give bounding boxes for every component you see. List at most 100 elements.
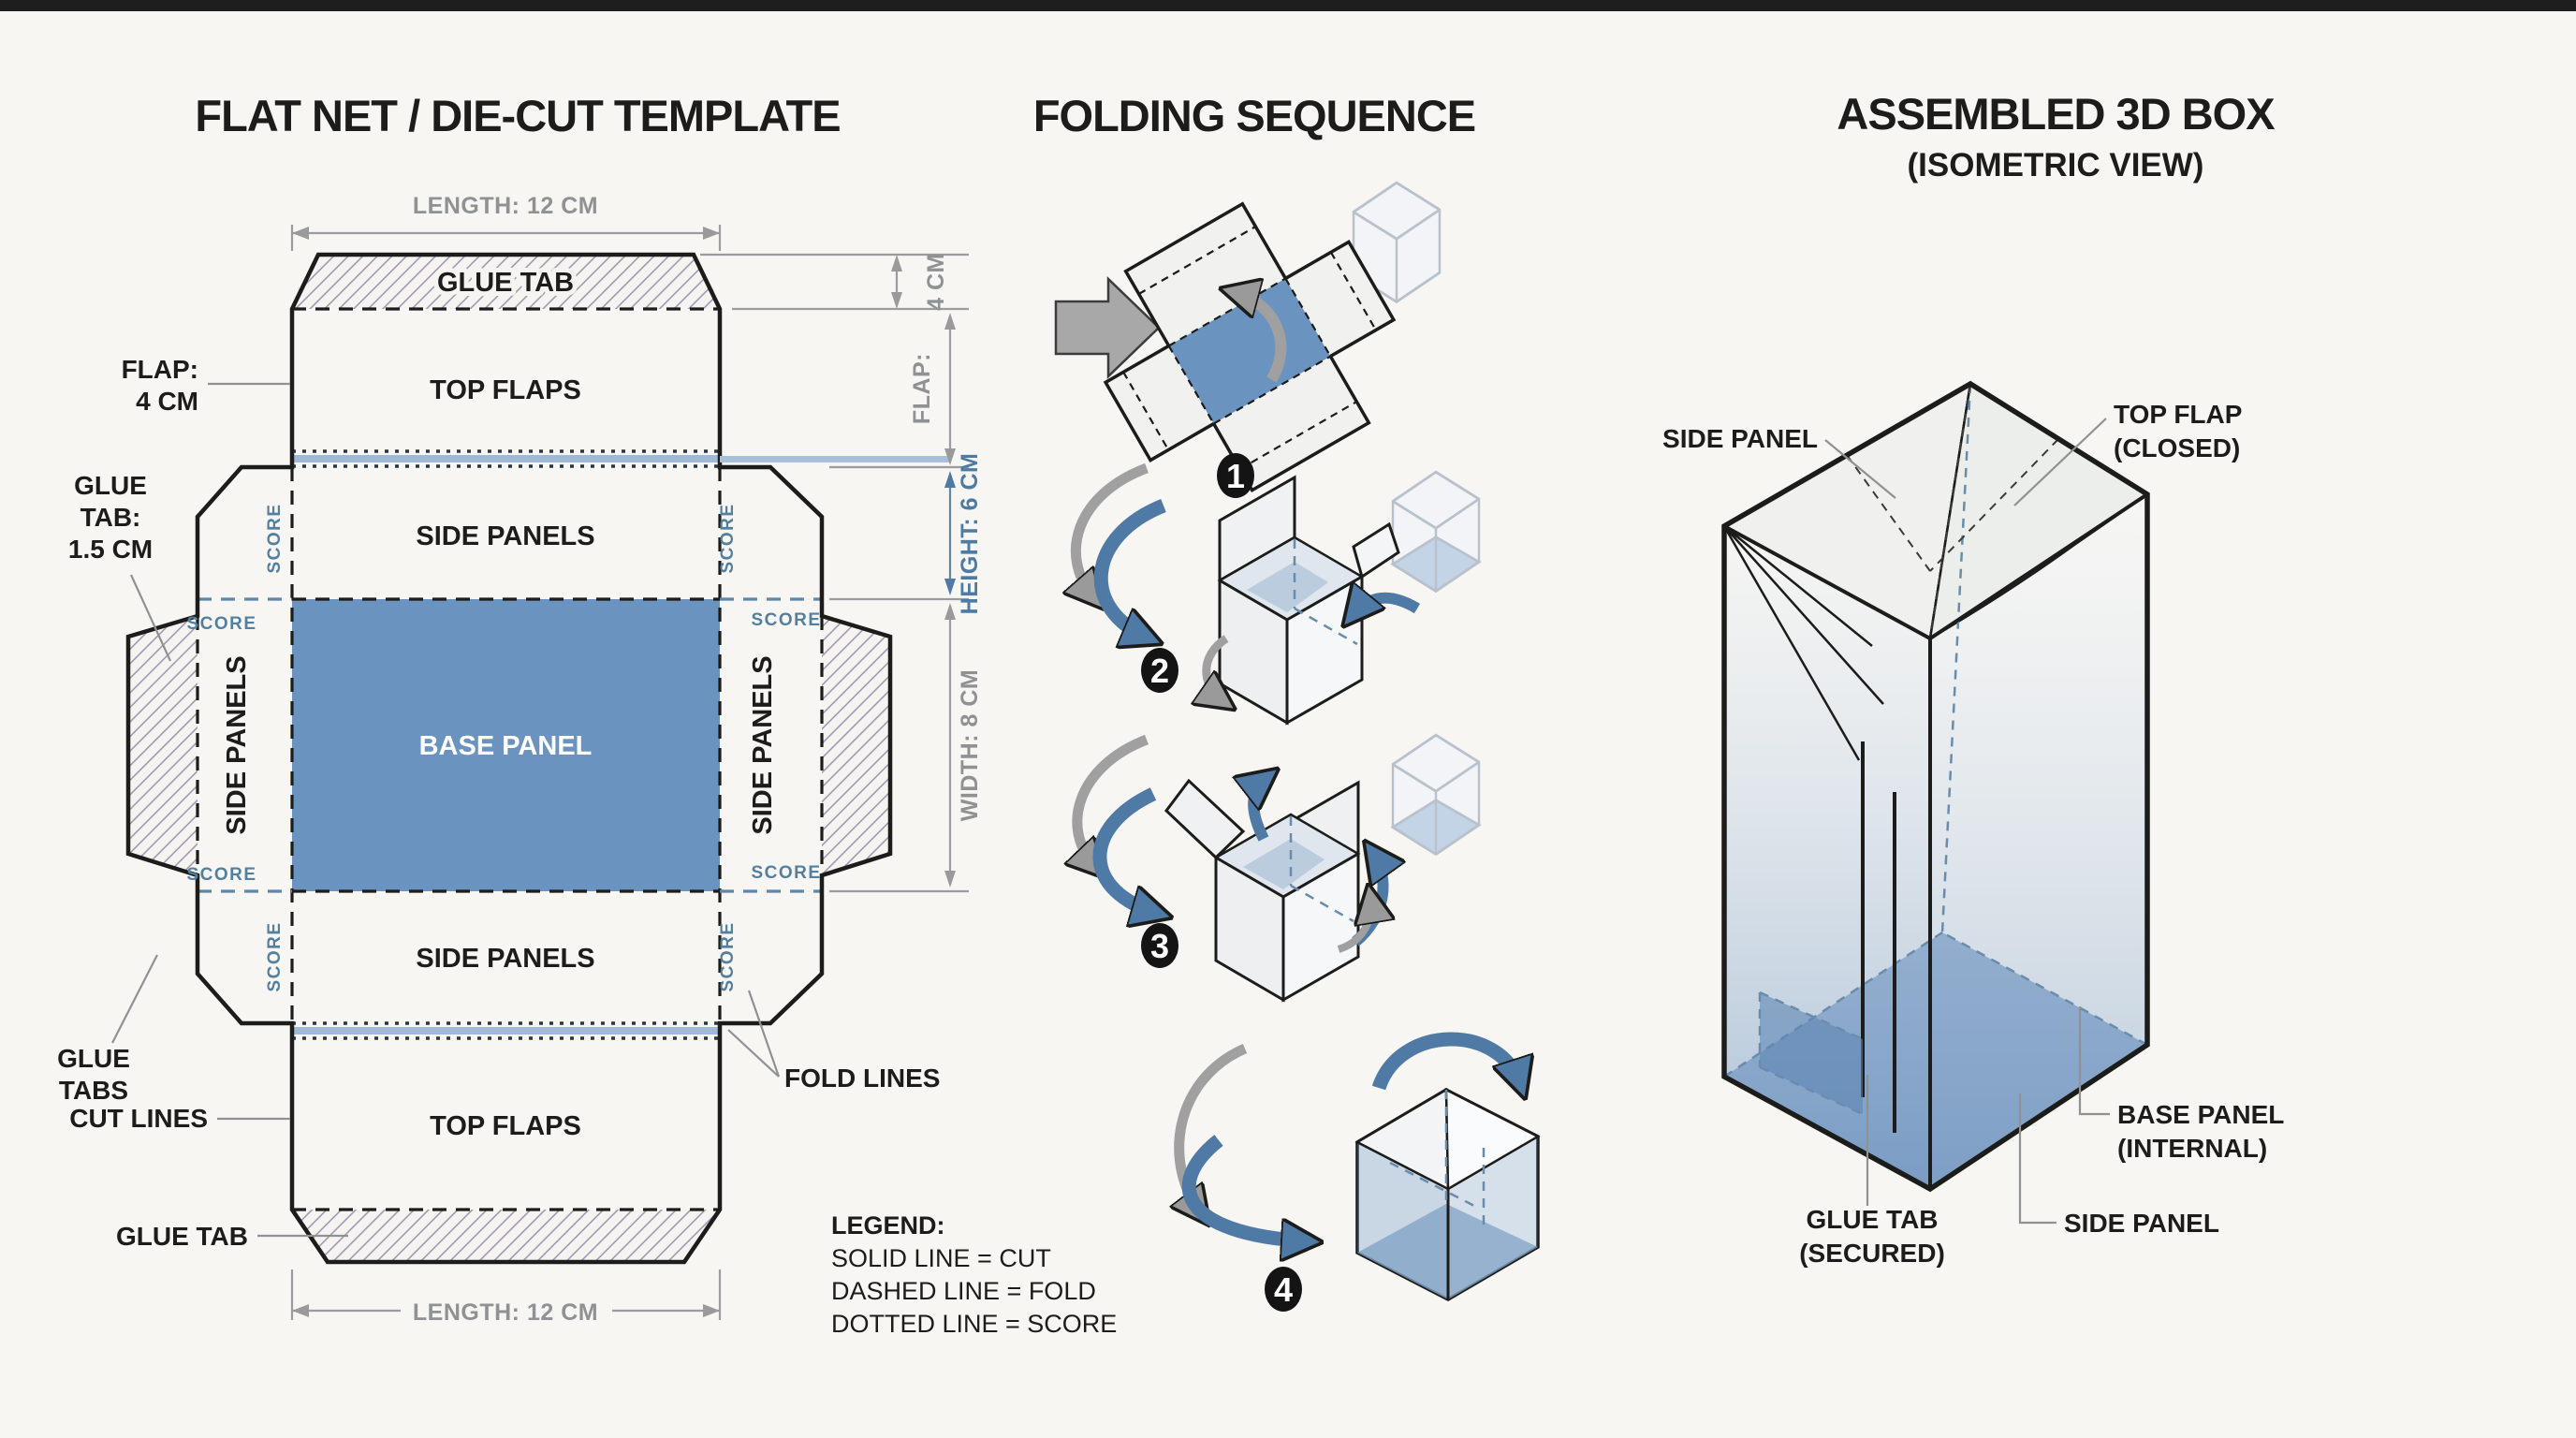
base-panel-label: BASE PANEL	[419, 731, 593, 761]
step3-fold-arrow-blue-icon	[1253, 777, 1267, 842]
label-base-panel-line2: (INTERNAL)	[2117, 1134, 2267, 1163]
step3-fold-arrow-gray-icon	[1337, 897, 1371, 953]
callout-glue-tab-left-line1: GLUE	[74, 471, 147, 500]
arrowhead	[944, 448, 956, 465]
leader-line	[1824, 439, 1896, 499]
arrowhead	[944, 579, 956, 595]
label-backing	[401, 1294, 612, 1328]
middle-panel-title: FOLDING SEQUENCE	[1033, 91, 1475, 140]
callout-glue-tab-left-line2: TAB:	[80, 503, 141, 532]
arrowhead	[292, 227, 309, 240]
top-flaps-bottom-label: TOP FLAPS	[430, 1111, 581, 1141]
transition-arrow-blue-icon	[1092, 787, 1159, 914]
left-panel-title: FLAT NET / DIE-CUT TEMPLATE	[195, 91, 840, 140]
callout-glue-tab-bottom: GLUE TAB	[116, 1222, 248, 1251]
step2-badge	[1141, 648, 1178, 693]
ghost-box-icon	[1390, 733, 1482, 857]
step4-closed-box	[1354, 1032, 1541, 1301]
dim-flap-label: FLAP:	[909, 353, 935, 424]
label-glue-tab-line2: (SECURED)	[1799, 1239, 1945, 1268]
leader-line	[2078, 1006, 2110, 1116]
right-panel-subtitle: (ISOMETRIC VIEW)	[1908, 147, 2204, 183]
glue-tab-right-hatch	[822, 616, 890, 875]
score-band-bottom	[292, 1027, 720, 1034]
callout-flap-line2: 4 CM	[136, 387, 198, 416]
label-side-panel-bottom: SIDE PANEL	[2064, 1209, 2219, 1238]
transition-arrow-blue-icon	[1181, 1135, 1309, 1241]
label-glue-tab-line1: GLUE TAB	[1806, 1205, 1938, 1234]
step3-badge	[1141, 923, 1178, 968]
score-label: SCORE	[718, 503, 738, 573]
glue-tab-edges	[1861, 741, 1896, 1133]
flat-net-panel: FLAT NET / DIE-CUT TEMPLATE LENGTH: 12 C…	[57, 91, 1117, 1338]
right-panel-title: ASSEMBLED 3D BOX	[1837, 89, 2275, 139]
leader-line	[111, 954, 158, 1044]
folding-sequence-panel: FOLDING SEQUENCE	[1033, 91, 1541, 1312]
legend-line-score: DOTTED LINE = SCORE	[831, 1310, 1117, 1338]
step4-badge	[1265, 1267, 1302, 1312]
step4-close-arrow-icon	[1371, 1032, 1521, 1088]
top-flaps-top-label: TOP FLAPS	[430, 375, 581, 405]
label-top-flap-line1: TOP FLAP	[2114, 400, 2242, 429]
top-fold-dashes	[1846, 383, 2059, 639]
hidden-edges	[1723, 383, 2148, 1078]
legend-title: LEGEND:	[831, 1211, 945, 1240]
scan-artifact-strip	[0, 0, 2576, 11]
arrowhead	[944, 313, 956, 330]
callout-fold-lines: FOLD LINES	[784, 1064, 940, 1093]
step2-open-tray	[1207, 475, 1421, 726]
flap-crease-lines	[1722, 525, 1884, 761]
step1-base-panel	[1168, 278, 1331, 424]
step1-flat-net	[1103, 201, 1397, 492]
step1-badge	[1217, 453, 1254, 498]
arrowhead	[703, 1304, 720, 1317]
score-label: SCORE	[265, 921, 285, 991]
assembled-box-panel: ASSEMBLED 3D BOX (ISOMETRIC VIEW)	[1662, 89, 2284, 1268]
callout-glue-tabs-line2: TABS	[59, 1076, 128, 1105]
score-label: SCORE	[718, 921, 738, 991]
glue-tab-hidden	[1758, 990, 1864, 1116]
side-panels-top-label: SIDE PANELS	[416, 521, 594, 551]
side-panels-left-label: SIDE PANELS	[222, 655, 252, 834]
score-label: SCORE	[751, 610, 821, 630]
arrowhead	[891, 255, 902, 271]
leader-line	[2013, 418, 2107, 506]
step1-number: 1	[1226, 457, 1245, 495]
label-side-panel-top: SIDE PANEL	[1662, 424, 1818, 453]
score-label: SCORE	[265, 503, 285, 573]
glue-tab-panel	[1760, 992, 1863, 1114]
score-label: SCORE	[186, 865, 256, 885]
leader-line	[747, 990, 781, 1078]
step2-fold-arrow-gray-icon	[1207, 635, 1226, 702]
net-cut-outline	[125, 252, 893, 1265]
length-top-label: LENGTH: 12 CM	[413, 193, 598, 219]
glue-tab-bottom-hatch	[292, 1210, 720, 1262]
glue-tab-top-label: GLUE TAB	[437, 268, 574, 298]
score-label: SCORE	[186, 614, 256, 634]
step2-fold-arrow-blue-icon	[1352, 598, 1421, 616]
step-badges: 1 2 3 4	[1141, 453, 1302, 1312]
assembled-box	[1721, 380, 2150, 1193]
arrowhead	[944, 871, 956, 888]
leader-line	[727, 1029, 780, 1078]
leader-line	[129, 574, 172, 662]
base-panel	[292, 599, 720, 891]
glue-tab-top-hatch	[292, 255, 720, 309]
score-band-top	[292, 455, 720, 462]
legend-line-fold: DASHED LINE = FOLD	[831, 1277, 1096, 1305]
glue-tab-left-hatch	[128, 616, 198, 875]
arrowhead	[703, 227, 720, 240]
callout-glue-tabs-line1: GLUE	[57, 1044, 130, 1073]
callout-cut-lines: CUT LINES	[69, 1104, 208, 1133]
dim-width-label: WIDTH: 8 CM	[957, 669, 983, 821]
start-arrow-icon	[1054, 276, 1161, 379]
transition-arrow-gray-icon	[1077, 734, 1149, 869]
transition-arrow-gray-icon	[1076, 462, 1149, 599]
step3-tray-flaps	[1164, 777, 1383, 1003]
dim-4cm-label: 4 CM	[923, 253, 949, 311]
assembled-box-edges	[1723, 492, 2149, 1189]
arrowhead	[891, 292, 902, 309]
callout-glue-tab-left-line3: 1.5 CM	[68, 535, 153, 564]
